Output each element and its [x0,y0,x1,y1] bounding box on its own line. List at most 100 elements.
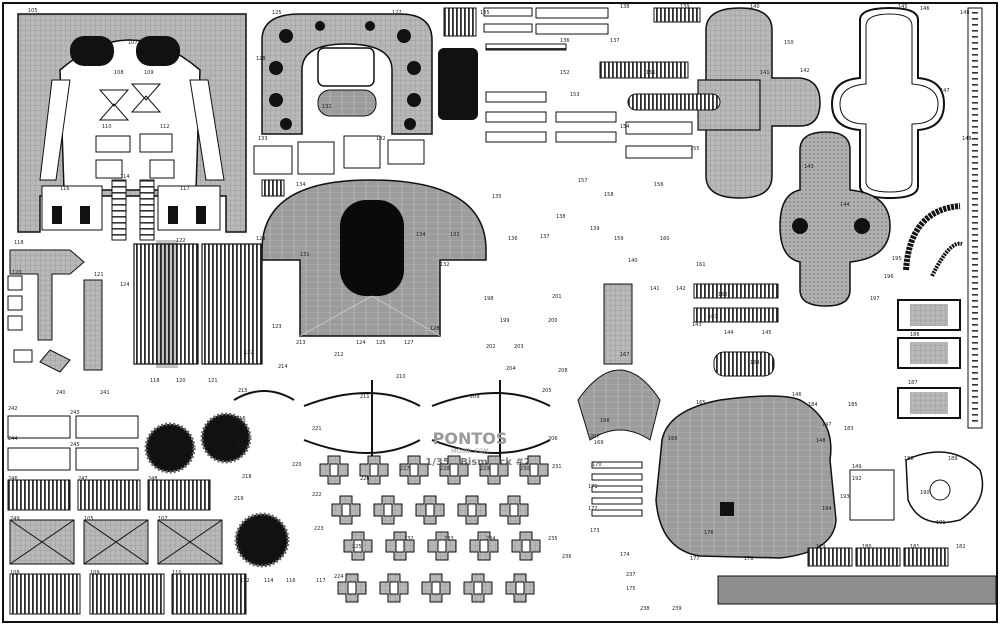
part-number-label: 186 [910,332,920,338]
part-number-label: 120 [12,270,22,276]
part-number-label: 179 [816,544,826,550]
part-number-label: 242 [8,406,18,412]
part-number-label: 108 [10,570,20,576]
part-number-label: 105 [28,8,38,14]
part-number-label: 146 [920,6,930,12]
part-number-label: 220 [292,462,302,468]
part-number-label: 188 [904,456,914,462]
part-number-label: 168 [600,418,610,424]
part-number-label: 137 [610,38,620,44]
part-number-label: 181 [910,544,920,550]
part-number-label: 203 [514,344,524,350]
part-number-label: 123 [256,236,266,242]
part-horseshoe-platform-122 [261,13,433,135]
cross-plate-center [437,539,447,553]
part-number-label: 110 [172,570,182,576]
part-number-label: 158 [604,192,614,198]
part-number-label: 136 [560,38,570,44]
parts-small-left-117 [7,275,33,363]
cross-plate-center [473,581,483,595]
cross-plate-center [341,503,351,517]
part-aft-deck-198 [655,395,837,559]
parts-bulkheads-226 [7,415,247,615]
part-number-label: 229 [480,466,490,472]
part-number-label: 162 [718,292,728,298]
part-number-label: 166 [668,436,678,442]
part-number-label: 159 [614,236,624,242]
part-number-label: 238 [640,606,650,612]
part-number-label: 131 [322,104,332,110]
part-number-label: 149 [852,464,862,470]
part-number-label: 134 [296,182,306,188]
part-number-label: 217 [238,444,248,450]
part-number-label: 202 [486,344,496,350]
part-dotted-deck-185 [779,131,891,307]
part-round-platform-222 [849,451,984,524]
part-number-label: 182 [956,544,966,550]
cross-plate-center [389,581,399,595]
cross-plate-center [369,463,379,477]
part-number-label: 135 [492,194,502,200]
part-number-label: 215 [238,388,248,394]
part-number-label: 224 [334,574,344,580]
part-number-label: 185 [848,402,858,408]
part-number-label: 118 [150,378,160,384]
part-number-label: 133 [450,232,460,238]
part-number-label: 247 [78,476,88,482]
part-number-label: 109 [90,570,100,576]
part-number-label: 127 [404,340,414,346]
part-number-label: 157 [578,178,588,184]
part-number-label: 151 [646,70,656,76]
part-number-label: 163 [708,314,718,320]
cross-plate-center [479,539,489,553]
part-number-label: 133 [258,136,268,142]
part-number-label: 114 [264,578,274,584]
brand-block: PONTOS MODEL.COM 1/350 Bismarck #2 [425,429,531,468]
cross-plate-center [409,463,419,477]
part-number-label: 108 [114,70,124,76]
parts-catwalks-center [438,7,721,159]
part-number-label: 112 [240,578,250,584]
part-number-label: 116 [60,186,70,192]
cross-plate-center [353,539,363,553]
part-number-label: 199 [500,318,510,324]
cross-plate-center [329,463,339,477]
part-number-label: 145 [762,330,772,336]
part-number-label: 128 [256,56,266,62]
part-number-label: 225 [352,544,362,550]
part-number-label: 218 [242,474,252,480]
part-main-deck-134 [261,179,487,337]
part-number-label: 189 [948,456,958,462]
cross-plate-center [425,503,435,517]
part-number-label: 145 [898,4,908,10]
part-number-label: 127 [392,10,402,16]
part-number-label: 142 [800,68,810,74]
part-number-label: 206 [548,436,558,442]
part-number-label: 213 [296,340,306,346]
part-crane-116 [9,249,103,373]
part-number-label: 164 [750,360,760,366]
part-number-label: 174 [620,552,630,558]
part-number-label: 136 [508,236,518,242]
part-number-label: 231 [552,464,562,470]
part-curved-rails-176 [903,203,963,277]
part-number-label: 146 [792,392,802,398]
part-number-label: 197 [870,296,880,302]
part-number-label: 237 [626,572,636,578]
part-number-label: 210 [396,374,406,380]
part-number-label: 221 [312,426,322,432]
part-number-label: 211 [360,394,370,400]
part-number-label: 149 [962,136,972,142]
part-number-label: 141 [650,286,660,292]
part-number-label: 117 [316,578,326,584]
part-number-label: 140 [628,258,638,264]
part-number-label: 148 [816,438,826,444]
part-number-label: 234 [486,536,496,542]
parts-gratings-120 [133,240,263,368]
part-number-label: 183 [844,426,854,432]
part-number-label: 177 [690,556,700,562]
part-number-label: 138 [556,214,566,220]
part-number-label: 142 [676,286,686,292]
part-number-label: 125 [272,10,282,16]
